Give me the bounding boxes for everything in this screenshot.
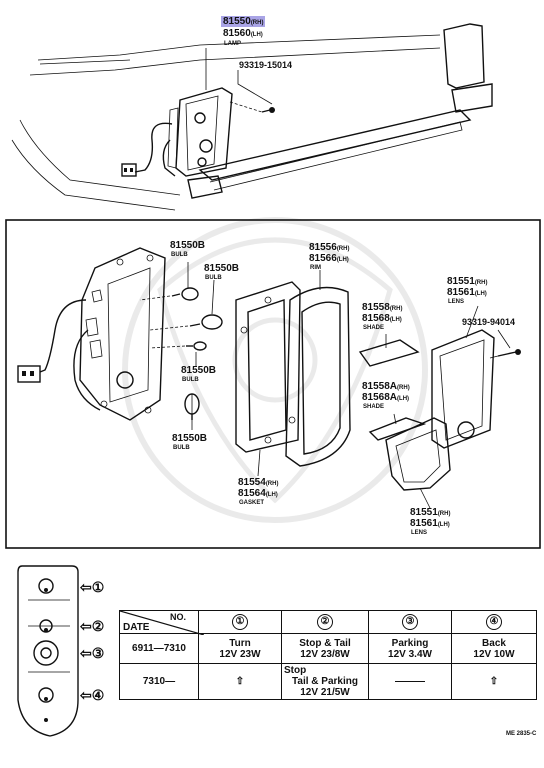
gasket-part-rh: 81554(RH)	[238, 477, 279, 488]
lamp-part-lh: 81560(LH)	[223, 28, 263, 39]
shade2-part-rh: 81558A(RH)	[362, 381, 410, 392]
lens-screw-part: 93319-94014	[462, 317, 516, 327]
lens-top-label: LENS	[448, 299, 465, 305]
lens-top-part-lh: 81561(LH)	[447, 287, 487, 298]
legend-marker-1: ⇦①	[80, 579, 105, 595]
lamp-screw-part: 93319-15014	[239, 60, 293, 70]
header-col-2: ②	[281, 610, 369, 634]
lamp-part-rh: 81550(RH)	[221, 16, 266, 27]
gasket-part-lh: 81564(LH)	[238, 488, 278, 499]
rim-label: RIM	[310, 265, 321, 271]
row2-col2: Stop Tail & Parking 12V 21/5W	[281, 663, 369, 700]
header-col-4: ④	[451, 610, 537, 634]
footer-code: ME 2835-C	[506, 731, 537, 737]
bulb2-part: 81550B	[204, 263, 240, 274]
row1-date: 6911—7310	[119, 633, 199, 664]
shade1-label: SHADE	[363, 325, 385, 331]
table-header-row: NO. DATE ① ② ③ ④	[119, 610, 537, 635]
lens-top-part-rh: 81551(RH)	[447, 276, 488, 287]
lens-bottom-label: LENS	[411, 530, 428, 536]
row2-date: 7310—	[119, 663, 199, 700]
shade1-part-lh: 81568(LH)	[362, 313, 402, 324]
bulb4-label: BULB	[173, 445, 190, 451]
bulb3-part: 81550B	[181, 365, 217, 376]
legend-marker-4: ⇦④	[80, 687, 105, 703]
row2-col1: ⇧	[198, 663, 282, 700]
shade1-part-rh: 81558(RH)	[362, 302, 403, 313]
row2-col4: ⇧	[451, 663, 537, 700]
header-col-3: ③	[368, 610, 452, 634]
rim-part-rh: 81556(RH)	[309, 242, 350, 253]
bulb2-label: BULB	[205, 275, 222, 281]
bulb1-part: 81550B	[170, 240, 206, 251]
shade2-part-lh: 81568A(LH)	[362, 392, 410, 403]
vehicle-rear-illustration	[11, 23, 493, 211]
header-col-1: ①	[198, 610, 282, 634]
legend-marker-2: ⇦②	[80, 618, 105, 634]
header-date-no-cell: NO. DATE	[119, 610, 204, 635]
lamp-label: LAMP	[224, 41, 241, 47]
row2-col3: ———	[368, 663, 452, 700]
rim-part-lh: 81566(LH)	[309, 253, 349, 264]
bulb1-label: BULB	[171, 252, 188, 258]
lens-bottom-part-lh: 81561(LH)	[410, 518, 450, 529]
bulb4-part: 81550B	[172, 433, 208, 444]
bulb3-label: BULB	[182, 377, 199, 383]
lens-bottom-part-rh: 81551(RH)	[410, 507, 451, 518]
gasket-label: GASKET	[239, 500, 265, 506]
table-row: 7310— ⇧ Stop Tail & Parking 12V 21/5W ——…	[119, 663, 537, 700]
shade2-label: SHADE	[363, 404, 385, 410]
legend-marker-3: ⇦③	[80, 645, 105, 661]
